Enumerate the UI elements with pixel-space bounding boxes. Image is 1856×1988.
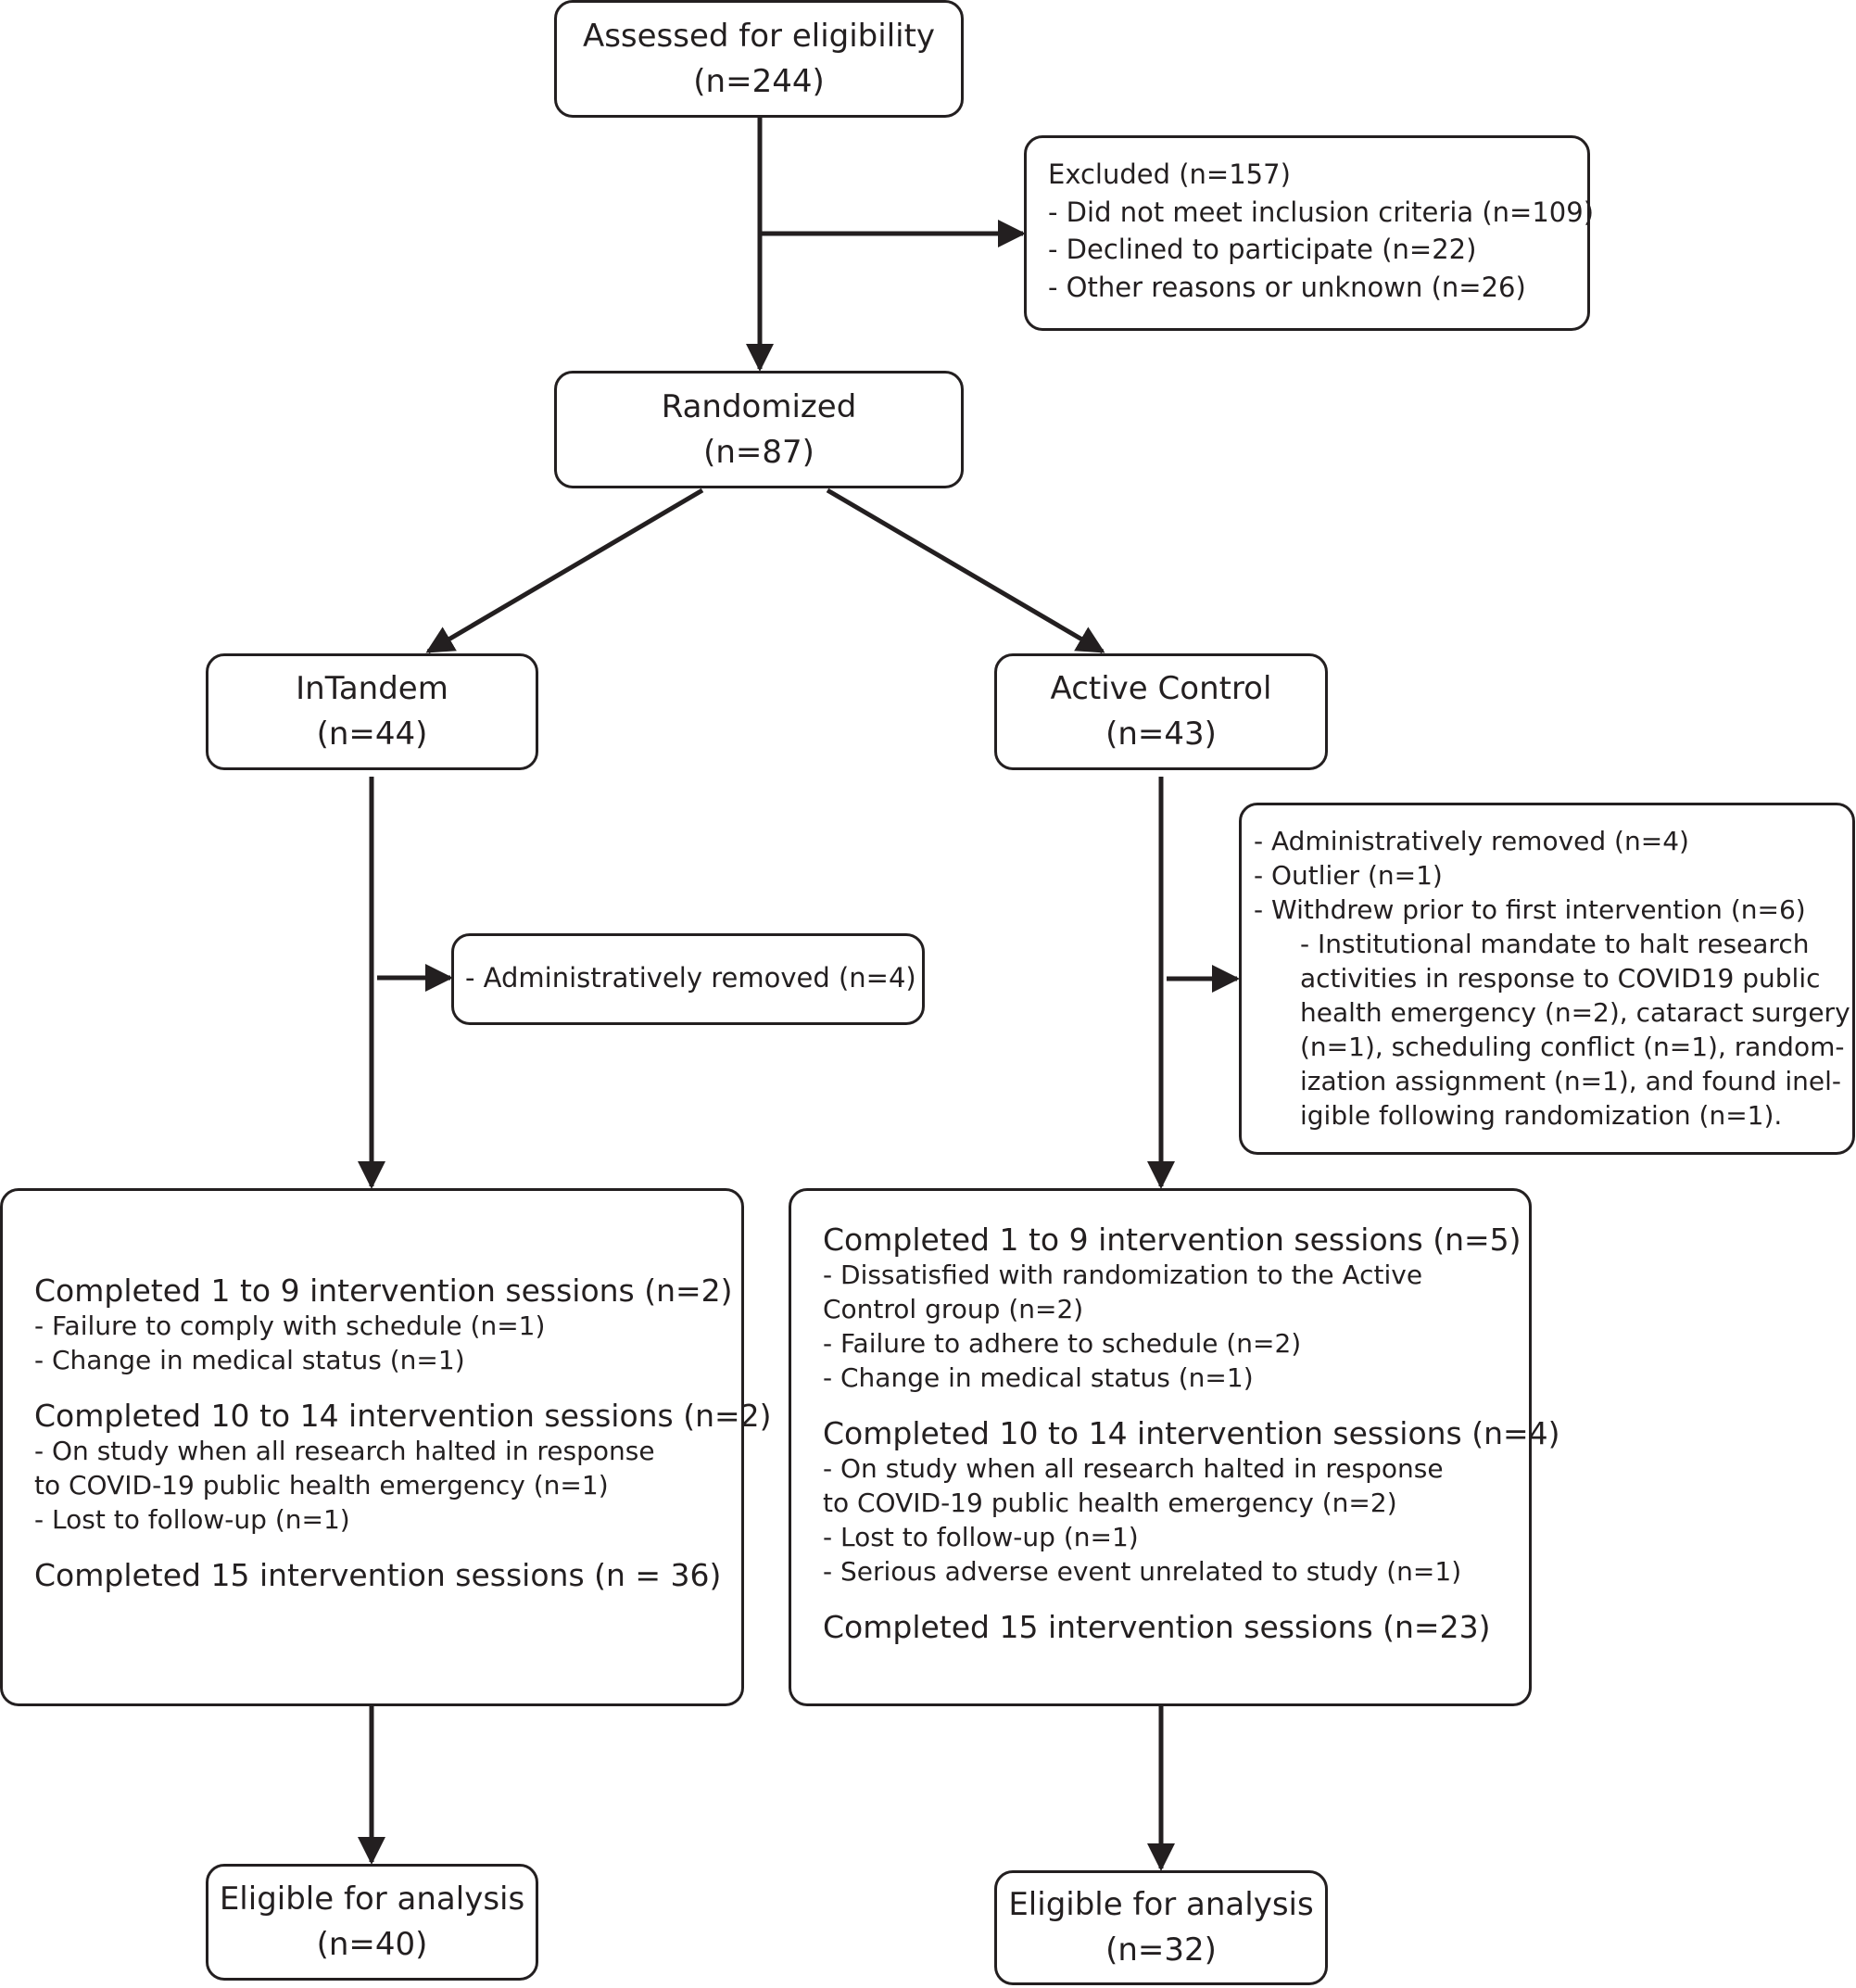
active-s2-item: - Serious adverse event unrelated to stu… <box>823 1556 1462 1587</box>
active-s1-item: - Dissatisfied with randomization to the… <box>823 1260 1423 1290</box>
randomized-box: Randomized (n=87) <box>554 371 964 488</box>
intandem-eligible-count: (n=40) <box>316 1926 428 1963</box>
active-removed-detail-line: ization assignment (n=1), and found inel… <box>1300 1066 1841 1096</box>
active-removed-detail-line: (n=1), scheduling conflict (n=1), random… <box>1300 1032 1845 1062</box>
intandem-removed-box: - Administratively removed (n=4) <box>451 933 925 1025</box>
intandem-s1-item: - Failure to comply with schedule (n=1) <box>34 1311 546 1341</box>
active-s2-item: - On study when all research halted in r… <box>823 1453 1444 1484</box>
active-removed-item: - Withdrew prior to first intervention (… <box>1254 894 1806 925</box>
active-removed-detail-line: health emergency (n=2), cataract surgery <box>1300 997 1850 1028</box>
active-removed-detail-line: - Institutional mandate to halt research <box>1300 929 1810 959</box>
arrow-randomized-to-intandem <box>425 488 704 654</box>
assessed-title: Assessed for eligibility <box>582 17 936 55</box>
intandem-s2-item: to COVID-19 public health emergency (n=1… <box>34 1470 609 1500</box>
active-box: Active Control (n=43) <box>994 653 1328 770</box>
active-count: (n=43) <box>1105 715 1217 753</box>
active-title: Active Control <box>1050 670 1272 707</box>
active-removed-detail-line: activities in response to COVID19 public <box>1300 963 1821 994</box>
arrow-randomized-to-active <box>826 488 1105 654</box>
active-s1-item: - Change in medical status (n=1) <box>823 1362 1254 1393</box>
intandem-s2-item: - Lost to follow-up (n=1) <box>34 1504 350 1535</box>
active-removed-detail-line: igible following randomization (n=1). <box>1300 1100 1783 1131</box>
active-s1-item: - Failure to adhere to schedule (n=2) <box>823 1328 1302 1359</box>
active-sessions-box: Completed 1 to 9 intervention sessions (… <box>789 1188 1560 1706</box>
active-eligible-title: Eligible for analysis <box>1008 1886 1314 1923</box>
assessed-count: (n=244) <box>693 62 825 100</box>
active-s1-title: Completed 1 to 9 intervention sessions (… <box>823 1222 1521 1258</box>
active-eligible-count: (n=32) <box>1105 1931 1217 1969</box>
active-s2-item: - Lost to follow-up (n=1) <box>823 1522 1139 1552</box>
intandem-removed-text: - Administratively removed (n=4) <box>465 962 916 994</box>
assessed-box: Assessed for eligibility (n=244) <box>554 0 964 118</box>
excluded-box: Excluded (n=157) - Did not meet inclusio… <box>1024 135 1595 331</box>
intandem-s1-item: - Change in medical status (n=1) <box>34 1345 465 1375</box>
excluded-item: - Declined to participate (n=22) <box>1048 234 1477 265</box>
intandem-s2-item: - On study when all research halted in r… <box>34 1436 655 1466</box>
intandem-s3-title: Completed 15 intervention sessions (n = … <box>34 1557 722 1593</box>
active-s2-title: Completed 10 to 14 intervention sessions… <box>823 1415 1560 1451</box>
active-removed-detail: - Institutional mandate to halt research… <box>1254 927 1852 1133</box>
intandem-count: (n=44) <box>316 715 428 753</box>
intandem-s1-title: Completed 1 to 9 intervention sessions (… <box>34 1273 733 1309</box>
active-removed-box: - Administratively removed (n=4) - Outli… <box>1239 803 1855 1155</box>
intandem-box: InTandem (n=44) <box>206 653 538 770</box>
active-s2-item: to COVID-19 public health emergency (n=2… <box>823 1488 1397 1518</box>
excluded-header: Excluded (n=157) <box>1048 158 1291 190</box>
active-removed-item: - Outlier (n=1) <box>1254 860 1443 891</box>
active-eligible-box: Eligible for analysis (n=32) <box>994 1870 1328 1985</box>
excluded-item: - Did not meet inclusion criteria (n=109… <box>1048 196 1595 228</box>
intandem-eligible-title: Eligible for analysis <box>219 1880 525 1918</box>
intandem-eligible-box: Eligible for analysis (n=40) <box>206 1864 538 1981</box>
intandem-title: InTandem <box>296 670 448 707</box>
randomized-count: (n=87) <box>703 433 814 471</box>
excluded-item: - Other reasons or unknown (n=26) <box>1048 271 1526 303</box>
active-s1-item: Control group (n=2) <box>823 1294 1084 1324</box>
active-s3-title: Completed 15 intervention sessions (n=23… <box>823 1609 1491 1645</box>
intandem-s2-title: Completed 10 to 14 intervention sessions… <box>34 1398 772 1434</box>
randomized-title: Randomized <box>661 387 857 425</box>
active-removed-item: - Administratively removed (n=4) <box>1254 826 1689 856</box>
intandem-sessions-box: Completed 1 to 9 intervention sessions (… <box>0 1188 772 1706</box>
